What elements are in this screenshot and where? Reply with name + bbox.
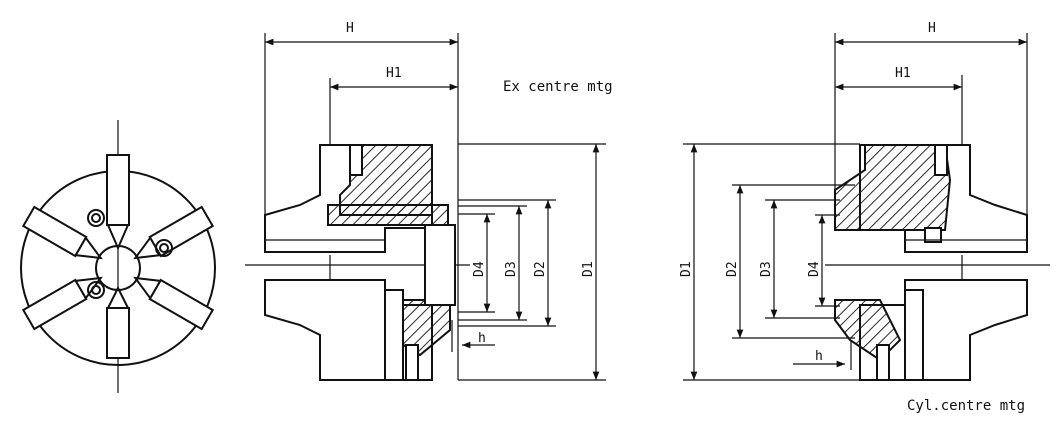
- label-D1-left: D1: [581, 261, 596, 277]
- label-D3-right: D3: [759, 261, 774, 277]
- label-D2-left: D2: [533, 261, 548, 277]
- label-H-right: H: [928, 21, 936, 36]
- label-D3-left: D3: [504, 261, 519, 277]
- label-D4-left: D4: [472, 261, 487, 277]
- front-view: [20, 120, 216, 393]
- caption-cyl-centre: Cyl.centre mtg: [907, 398, 1025, 414]
- center-bore: [95, 245, 141, 291]
- label-D2-right: D2: [725, 261, 740, 277]
- label-H1-left: H1: [386, 66, 402, 81]
- label-H-left: H: [346, 21, 354, 36]
- label-h-left: h: [478, 331, 486, 346]
- label-h-right: h: [815, 349, 823, 364]
- bolt-holes: [87, 209, 173, 299]
- cyl-centre-section: H H1 D1 D2 D3 D4: [679, 21, 1050, 414]
- label-D1-right: D1: [679, 261, 694, 277]
- label-D4-right: D4: [807, 261, 822, 277]
- label-H1-right: H1: [895, 66, 911, 81]
- ex-centre-section: H H1 D1 D2 D3: [245, 21, 613, 381]
- caption-ex-centre: Ex centre mtg: [503, 79, 613, 95]
